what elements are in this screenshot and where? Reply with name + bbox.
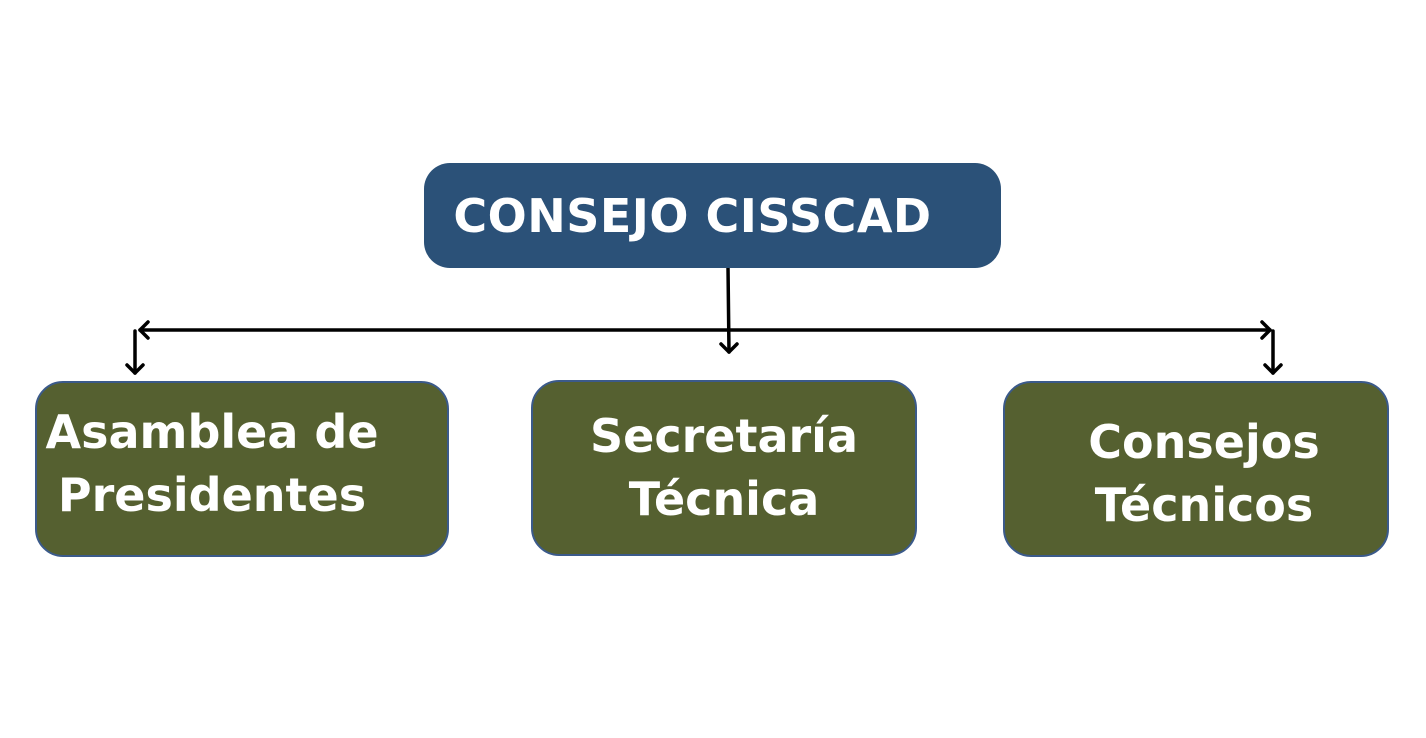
root-to-center-line — [726, 265, 731, 354]
right-drop-arrowhead — [1263, 363, 1283, 375]
center-arrowhead — [719, 342, 739, 354]
root-node-label: CONSEJO CISSCAD — [453, 188, 932, 243]
child-node-label: Consejos Técnicos — [1088, 415, 1320, 532]
child-node-label: Asamblea de Presidentes — [45, 405, 379, 522]
right-arrowhead — [1260, 320, 1272, 340]
child-node-asamblea-de-presidentes: Asamblea de Presidentes — [35, 381, 449, 557]
child-node-secretaria-tecnica: Secretaría Técnica — [531, 380, 917, 556]
left-drop-arrowhead — [125, 363, 145, 375]
child-node-consejos-tecnicos: Consejos Técnicos — [1003, 381, 1389, 557]
root-node-consejo-cisscad: CONSEJO CISSCAD — [424, 163, 1001, 268]
left-arrowhead — [138, 320, 150, 340]
child-node-label: Secretaría Técnica — [589, 409, 858, 526]
